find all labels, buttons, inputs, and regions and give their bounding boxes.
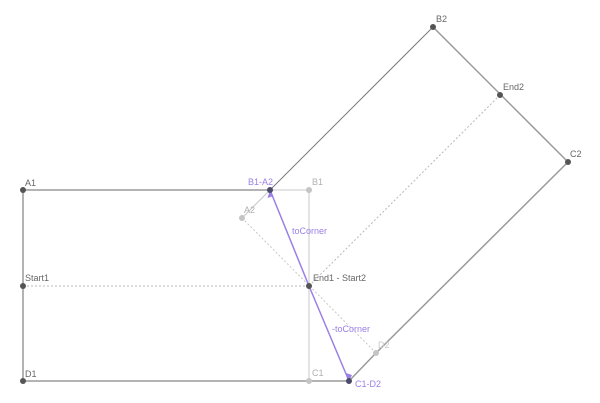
point-end1-start2 <box>306 283 312 289</box>
point-c2 <box>565 159 571 165</box>
point-b2 <box>430 24 436 30</box>
point-b1 <box>306 187 312 193</box>
label-a2: A2 <box>244 205 255 215</box>
label-end1-start2: End1 - Start2 <box>313 273 366 283</box>
rect2-outline <box>241 26 569 382</box>
label-c2: C2 <box>570 149 582 159</box>
point-a1 <box>20 187 26 193</box>
labels: A1 Start1 D1 B1 C1 A2 D2 B1-A2 End1 - St… <box>25 14 582 389</box>
label-b1-a2: B1-A2 <box>248 177 273 187</box>
point-a2 <box>239 215 245 221</box>
neg-to-corner-arrowhead <box>346 373 352 381</box>
rect2-a2-edge <box>241 189 271 219</box>
point-end2 <box>497 92 503 98</box>
point-c1-d2 <box>346 378 352 384</box>
label-b2: B2 <box>436 14 447 24</box>
rect2-top-left-edge <box>269 26 434 191</box>
rect2-bottom-right-edge <box>375 161 569 354</box>
neg-to-corner-vector <box>308 285 350 382</box>
label-b1: B1 <box>312 177 323 187</box>
label-neg-to-corner: -toCorner <box>332 324 370 334</box>
points <box>20 24 571 384</box>
point-c1 <box>306 378 312 384</box>
to-corner-arrowhead <box>267 190 274 198</box>
point-start1 <box>20 283 26 289</box>
rect2-centerline <box>308 94 501 287</box>
rect2-faint-bottom-edge <box>348 352 377 382</box>
label-d1: D1 <box>25 369 37 379</box>
label-end2: End2 <box>503 82 524 92</box>
point-b1-a2 <box>267 187 273 193</box>
label-c1: C1 <box>312 368 324 378</box>
to-corner-vector <box>269 189 310 287</box>
rect1-outline <box>22 189 349 382</box>
label-a1: A1 <box>25 178 36 188</box>
label-start1: Start1 <box>25 273 49 283</box>
corner-vectors <box>267 189 352 382</box>
label-d2: D2 <box>378 340 390 350</box>
point-d2 <box>373 350 379 356</box>
label-to-corner: toCorner <box>292 226 327 236</box>
point-d1 <box>20 378 26 384</box>
label-c1-d2: C1-D2 <box>355 379 381 389</box>
